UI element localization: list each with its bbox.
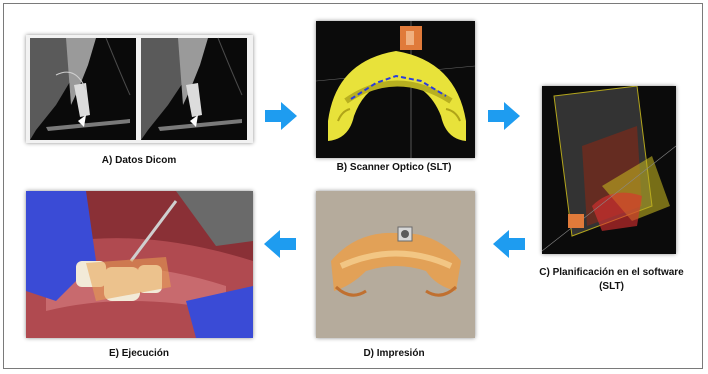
software-planning-image (542, 86, 676, 254)
execution-image (26, 191, 253, 338)
dicom-images (26, 35, 253, 143)
arrow-icon (493, 230, 525, 258)
optical-scan-image (316, 21, 475, 158)
arrow-icon (488, 102, 520, 130)
step-b-caption: B) Scanner Optico (SLT) (304, 161, 484, 175)
step-c-caption: C) Planificación en el software (SLT) (524, 266, 699, 294)
step-c-caption-line1: C) Planificación en el software (539, 267, 683, 278)
workflow-figure: A) Datos Dicom B) Scanner Optico (SLT) (3, 3, 703, 369)
step-d-caption: D) Impresión (304, 347, 484, 361)
step-e-caption: E) Ejecución (44, 347, 234, 361)
ct-slice-left (30, 38, 136, 140)
arrow-icon (265, 102, 297, 130)
step-a-caption: A) Datos Dicom (44, 154, 234, 168)
step-c-caption-line2: (SLT) (599, 281, 624, 292)
printed-guide-image (316, 191, 475, 338)
ct-slice-right (141, 38, 247, 140)
arrow-icon (264, 230, 296, 258)
